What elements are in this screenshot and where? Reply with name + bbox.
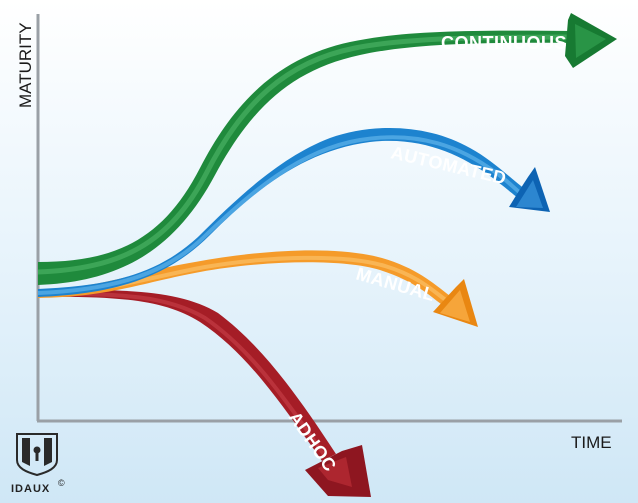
y-axis-label: MATURITY bbox=[16, 22, 35, 108]
logo-text: IDAUX bbox=[11, 483, 50, 495]
shield-keyhole-icon bbox=[16, 433, 58, 477]
continuous-arrow: CONTINUOUS bbox=[37, 13, 617, 286]
adhoc-label: ADHOC bbox=[285, 408, 341, 476]
adhoc-arrow: ADHOC bbox=[37, 289, 371, 497]
automated-arrow: AUTOMATED bbox=[37, 127, 550, 297]
x-axis-label: TIME bbox=[571, 433, 612, 452]
copyright-mark: © bbox=[58, 478, 65, 488]
continuous-label: CONTINUOUS bbox=[441, 33, 567, 53]
idaux-logo: IDAUX © bbox=[11, 433, 65, 495]
